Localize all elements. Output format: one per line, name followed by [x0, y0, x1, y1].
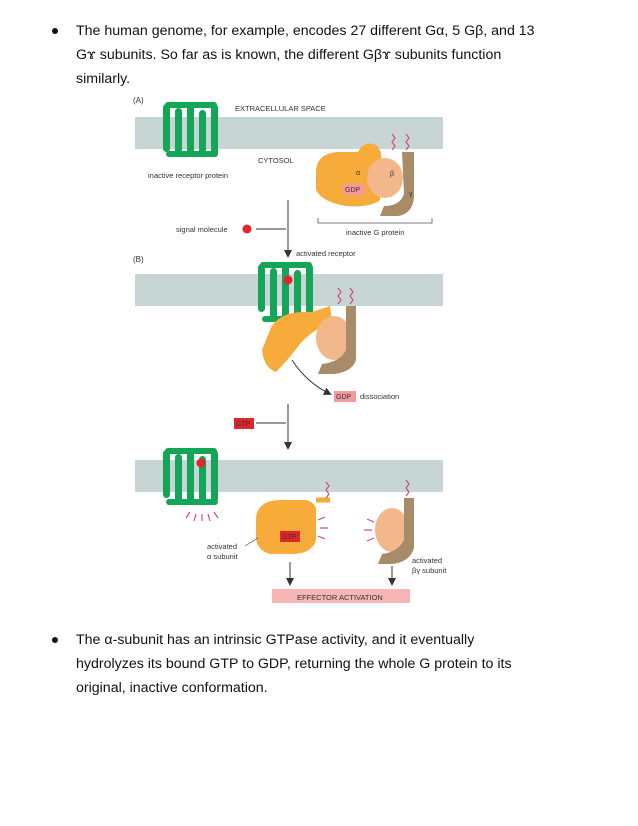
gtp-box-bound	[280, 531, 300, 542]
gdp-dissociation-label: dissociation	[360, 392, 399, 401]
gtp-label: GTP	[236, 421, 251, 428]
extracellular-space-label: EXTRACELLULAR SPACE	[235, 104, 326, 113]
activated-bg-label-1: activated	[412, 556, 442, 565]
bullet-line: Gɤ subunits. So far as is known, the dif…	[76, 47, 502, 63]
gdp-box-b	[334, 391, 356, 402]
gtp-label-bound: GTP	[282, 534, 297, 541]
inactive-receptor-label: inactive receptor protein	[148, 171, 228, 180]
gdp-box-a	[343, 184, 365, 195]
signal-molecule-icon	[242, 224, 252, 234]
cytosol-label: CYTOSOL	[258, 156, 294, 165]
effector-activation-label: EFFECTOR ACTIVATION	[297, 593, 383, 602]
bound-signal-molecule	[283, 275, 293, 285]
gdp-label-b: GDP	[336, 394, 352, 401]
panel-b-label: (B)	[133, 255, 144, 264]
activated-receptor-c	[163, 448, 218, 505]
inactive-g-protein-label: inactive G protein	[346, 228, 404, 237]
bullet-line: The human genome, for example, encodes 2…	[76, 23, 535, 39]
g-protein-bracket	[317, 218, 433, 224]
activated-alpha-label-1: activated	[207, 542, 237, 551]
bullet-text: The α-subunit has an intrinsic GTPase ac…	[76, 628, 576, 700]
dissociation-arrow	[291, 359, 332, 395]
activated-alpha-subunit	[256, 481, 330, 554]
bullet-dot	[52, 28, 58, 34]
gdp-label-a: GDP	[345, 187, 361, 194]
activated-receptor-label: activated receptor	[296, 249, 356, 258]
gamma-label: γ	[409, 191, 413, 198]
effector-activation-box	[272, 589, 410, 603]
bullet-text: The human genome, for example, encodes 2…	[76, 19, 576, 91]
gtp-box	[234, 418, 254, 429]
receptor-activity-rays	[185, 511, 219, 522]
bullet-line: The α-subunit has an intrinsic GTPase ac…	[76, 632, 475, 648]
alpha-pointer-line	[244, 537, 259, 547]
beta-label: β	[390, 171, 394, 178]
alpha-label: α	[356, 170, 360, 177]
bullet-item-2: The α-subunit has an intrinsic GTPase ac…	[52, 628, 578, 700]
activated-beta-gamma-subunit	[364, 479, 414, 564]
g-protein-b	[262, 287, 356, 374]
signal-molecule-label: signal molecule	[176, 225, 228, 234]
inactive-receptor	[163, 102, 218, 157]
bullet-line: hydrolyzes its bound GTP to GDP, returni…	[76, 656, 512, 672]
bullet-dot	[52, 637, 58, 643]
inactive-g-protein	[316, 133, 414, 216]
panel-a-label: (A)	[133, 96, 144, 105]
bullet-item-1: The human genome, for example, encodes 2…	[52, 19, 578, 91]
membrane-a	[135, 117, 443, 149]
activated-bg-label-2: βγ subunit	[412, 566, 447, 575]
membrane-c	[135, 460, 443, 492]
activated-alpha-label-2: α subunit	[207, 552, 239, 561]
bullet-line: similarly.	[76, 71, 131, 87]
bullet-line: original, inactive conformation.	[76, 680, 268, 696]
bound-signal-molecule-c	[196, 458, 206, 468]
